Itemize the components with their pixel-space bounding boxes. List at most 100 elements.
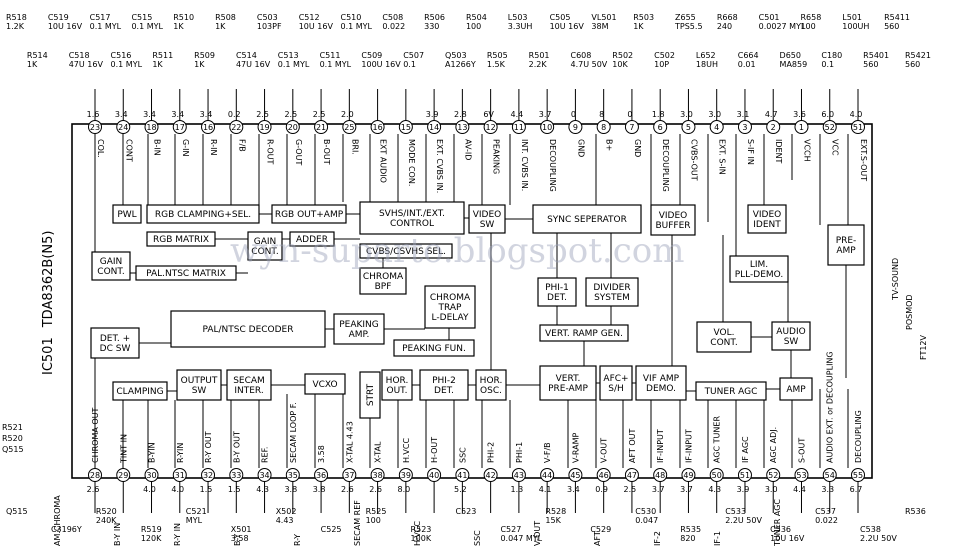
pin-circle (314, 120, 329, 134)
block-rgb-matrix: RGB MATRIX (146, 231, 216, 247)
pin-number: 19 (259, 123, 269, 132)
pin-voltage: 5.2 (454, 485, 467, 494)
block-label: CONT. (97, 267, 124, 277)
component-value: 3.3UH (508, 22, 533, 31)
pin-voltage: 1.6 (87, 110, 100, 119)
component-value: 240K (96, 516, 117, 525)
block-label: AMP (786, 385, 806, 395)
block-label: VIDEO (473, 210, 502, 220)
pin-number: 13 (457, 123, 467, 132)
block-sync-sep-box (532, 204, 642, 234)
pin-voltage: 3.0 (765, 485, 778, 494)
pin-circle (822, 120, 837, 134)
pin-label: B-IN (153, 139, 162, 156)
pin-number: 51 (853, 123, 863, 132)
component-ref: R535 (680, 525, 701, 534)
block-label: DET. (434, 386, 454, 396)
net-label: V-OUT (533, 521, 542, 546)
pin-voltage: 3.4 (171, 110, 184, 119)
component-ref: R523 (411, 525, 432, 534)
component-ref: R510 (173, 13, 194, 22)
pin-label: B-OUT (322, 139, 331, 165)
block-pal-ntsc-dec: PAL/NTSC DECODER (170, 310, 326, 348)
pin-number: 22 (231, 123, 241, 132)
pin-number: 14 (429, 123, 439, 132)
component-value: 10K (612, 60, 628, 69)
block-label: PRE- (836, 236, 857, 246)
component-ref: C503 (257, 13, 278, 22)
component-ref: C511 (320, 51, 341, 60)
block-label: SVHS/INT./EXT. (379, 209, 445, 219)
block-lim-pll: LIM.PLL-DEMO. (729, 255, 789, 283)
component-value: 2.2U 50V (725, 516, 762, 525)
pin-number: 41 (457, 471, 467, 480)
pin-circle (229, 468, 244, 482)
pin-label: MODE CON. (407, 139, 416, 186)
block-label: CVBS/CSVHS SEL. (366, 247, 446, 257)
pin-number: 31 (175, 471, 185, 480)
block-pre-amp: PRE-AMP (827, 224, 865, 266)
pin-label: V-RAMP (571, 433, 580, 464)
pin-label: H.VCC (402, 438, 411, 463)
block-hor-osc-box (475, 369, 507, 401)
pin-circle (398, 468, 413, 482)
pin-circle (370, 120, 385, 134)
bottom-components: Q515C3196YR520240KR519120KC521MYLX5013.5… (6, 507, 926, 543)
component-c3196y: C3196Y (51, 525, 82, 534)
block-svhs-box (359, 201, 465, 235)
block-audio-sw-box (771, 321, 811, 351)
component-value: 0.0027 MYL (759, 22, 806, 31)
block-hor-out-box (381, 369, 413, 401)
pin-circle (342, 468, 357, 482)
component-ref: R506 (424, 13, 445, 22)
pin-voltage: 0.9 (595, 485, 608, 494)
component-ref: R5421 (905, 51, 931, 60)
block-rgb-clamp: RGB CLAMPING+SEL. (146, 204, 260, 224)
pin-label: EXT. S-IN (718, 139, 727, 175)
pin-circle (483, 468, 498, 482)
pin-voltage: 6.7 (850, 485, 863, 494)
component-ref: C519 (48, 13, 69, 22)
pin-circle (285, 468, 300, 482)
component-value: 1K (27, 60, 38, 69)
pin-circle (201, 120, 216, 134)
component-value: 0.1 MYL (111, 60, 143, 69)
component-ref: R511 (152, 51, 173, 60)
block-label: TUNER AGC (704, 387, 758, 397)
pin-circle (229, 120, 244, 134)
pin-voltage: 3.3 (821, 485, 834, 494)
pin-voltage: 2.6 (369, 485, 382, 494)
component-value: 560 (863, 60, 878, 69)
component-value: 560 (905, 60, 920, 69)
block-label: AMP. (349, 330, 370, 340)
pin-label: AGC TUNER (713, 416, 722, 463)
component-ref: C664 (738, 51, 759, 60)
component-value: 15K (545, 516, 561, 525)
pin-voltage: 8 (599, 110, 604, 119)
pin-label: EXT AUDIO (379, 139, 388, 183)
pin-label: BRI. (350, 139, 359, 155)
pin-voltage: 4.7 (765, 110, 778, 119)
pin-18: 183.4B-IN (143, 89, 162, 156)
net-label: B-Y IN (113, 523, 122, 546)
block-divider-box (585, 277, 639, 307)
pin-voltage: 2.5 (284, 110, 297, 119)
